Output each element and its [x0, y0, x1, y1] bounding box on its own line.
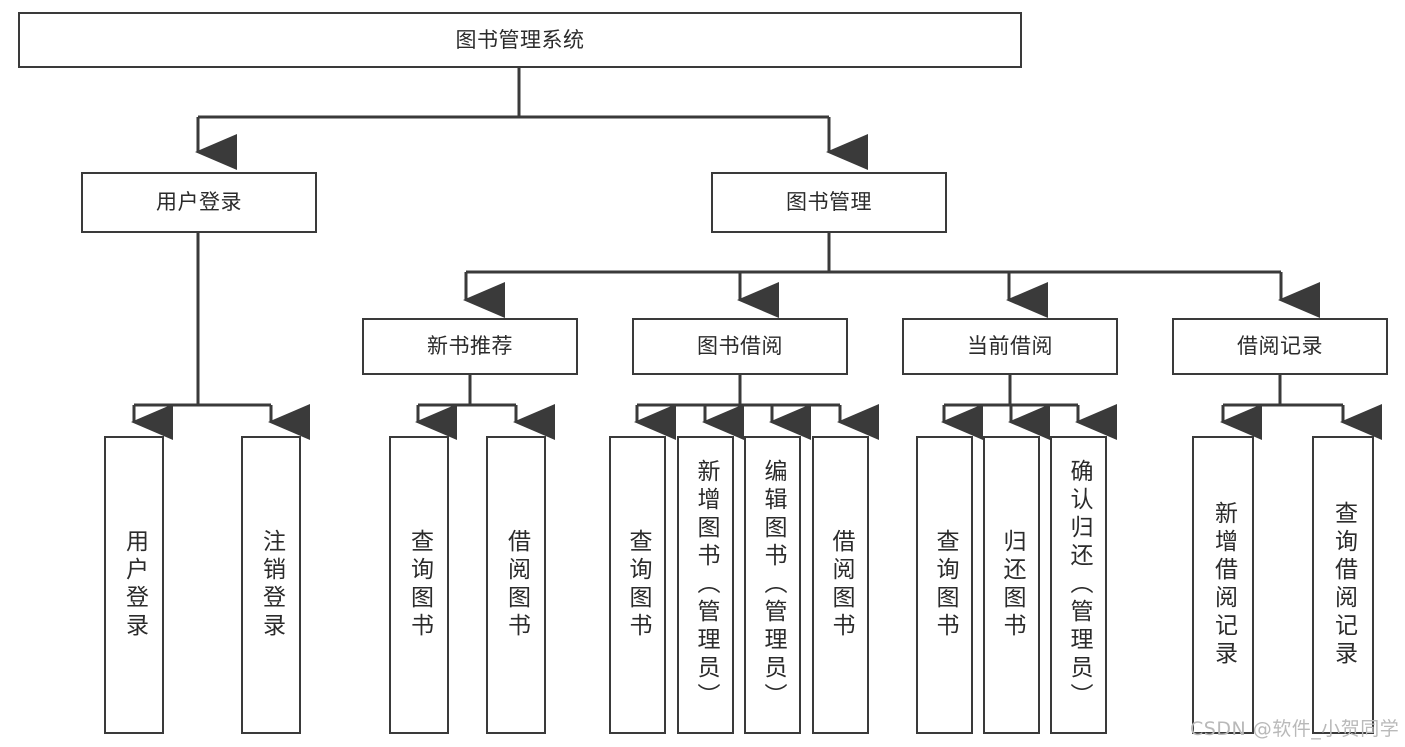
node-label: 新增图书（管理员） [693, 459, 719, 711]
node-label: 确认归还（管理员） [1066, 459, 1092, 711]
leaf-borrow-book[interactable]: 借阅图书 [812, 436, 869, 734]
leaf-add-book-admin[interactable]: 新增图书（管理员） [677, 436, 734, 734]
leaf-borrow-book-recommend[interactable]: 借阅图书 [486, 436, 546, 734]
node-label: 查询图书 [625, 529, 651, 641]
node-label: 查询借阅记录 [1330, 501, 1357, 669]
node-label: 用户登录 [156, 190, 242, 215]
node-book-borrow[interactable]: 图书借阅 [632, 318, 848, 375]
node-label: 图书管理系统 [455, 27, 585, 52]
node-label: 新增借阅记录 [1210, 501, 1237, 669]
node-new-book-recommend[interactable]: 新书推荐 [362, 318, 578, 375]
node-label: 借阅记录 [1237, 334, 1323, 359]
node-book-management[interactable]: 图书管理 [711, 172, 947, 233]
node-root-book-management-system[interactable]: 图书管理系统 [18, 12, 1022, 68]
leaf-query-book-current[interactable]: 查询图书 [916, 436, 973, 734]
node-label: 图书借阅 [697, 334, 783, 359]
leaf-query-book-borrow[interactable]: 查询图书 [609, 436, 666, 734]
leaf-logout[interactable]: 注销登录 [241, 436, 301, 734]
node-label: 编辑图书（管理员） [760, 459, 786, 711]
node-label: 当前借阅 [967, 334, 1053, 359]
node-label: 用户登录 [121, 529, 148, 641]
leaf-edit-book-admin[interactable]: 编辑图书（管理员） [744, 436, 801, 734]
node-label: 查询图书 [932, 529, 958, 641]
node-borrow-record[interactable]: 借阅记录 [1172, 318, 1388, 375]
node-label: 查询图书 [406, 529, 433, 641]
node-user-login[interactable]: 用户登录 [81, 172, 317, 233]
node-current-borrow[interactable]: 当前借阅 [902, 318, 1118, 375]
leaf-confirm-return-admin[interactable]: 确认归还（管理员） [1050, 436, 1107, 734]
leaf-query-borrow-record[interactable]: 查询借阅记录 [1312, 436, 1374, 734]
node-label: 图书管理 [786, 190, 872, 215]
leaf-add-borrow-record[interactable]: 新增借阅记录 [1192, 436, 1254, 734]
node-label: 新书推荐 [427, 334, 513, 359]
node-label: 归还图书 [999, 529, 1025, 641]
leaf-return-book[interactable]: 归还图书 [983, 436, 1040, 734]
csdn-watermark: CSDN @软件_小贺同学 [1190, 718, 1400, 740]
leaf-query-book-recommend[interactable]: 查询图书 [389, 436, 449, 734]
node-label: 注销登录 [258, 529, 285, 641]
node-label: 借阅图书 [828, 529, 854, 641]
leaf-user-login[interactable]: 用户登录 [104, 436, 164, 734]
node-label: 借阅图书 [503, 529, 530, 641]
